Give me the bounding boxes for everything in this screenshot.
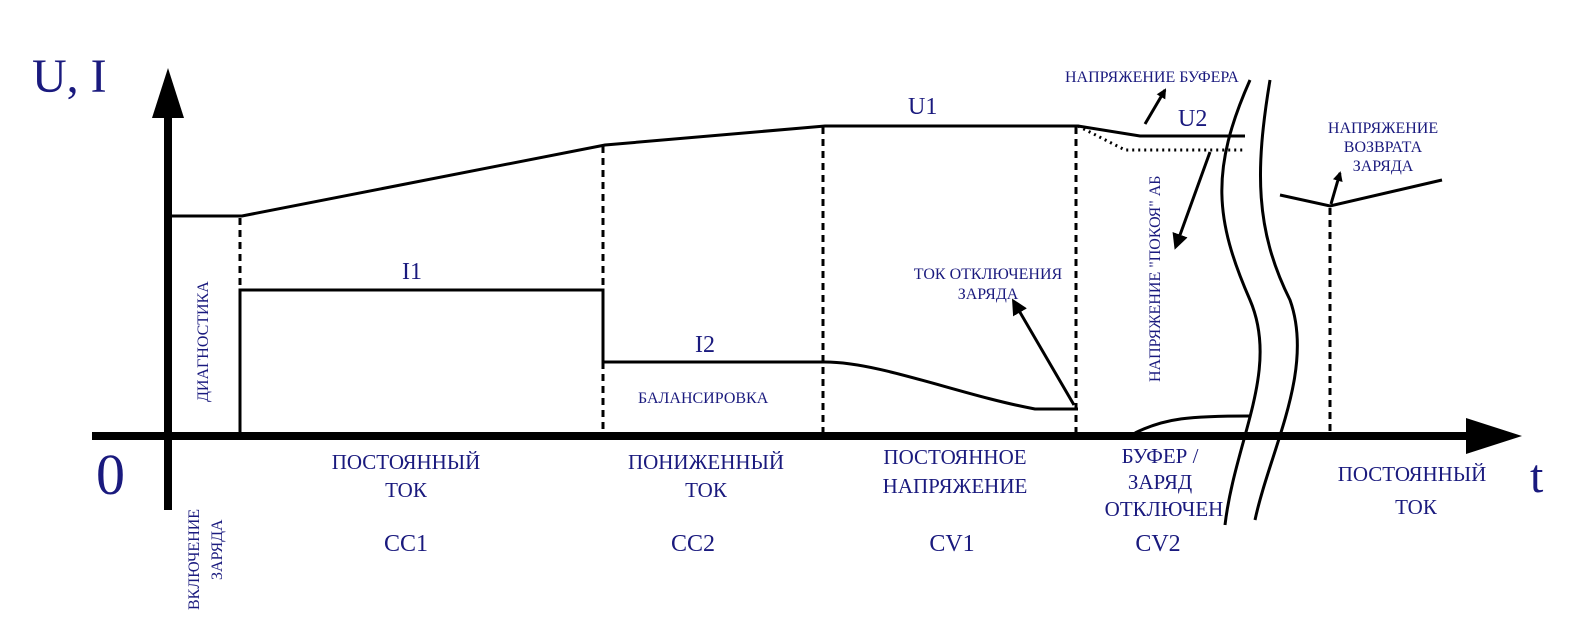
return-voltage-label-3: ЗАРЯДА bbox=[1353, 158, 1414, 175]
cv2-label-2: ЗАРЯД bbox=[1128, 470, 1192, 494]
cutoff-current-label-2: ЗАРЯДА bbox=[958, 286, 1019, 303]
post-break-voltage bbox=[1279, 178, 1443, 208]
cutoff-current-label-1: ТОК ОТКЛЮЧЕНИЯ bbox=[914, 266, 1063, 283]
u1-label: U1 bbox=[908, 94, 937, 120]
cc1-code: CC1 bbox=[384, 531, 428, 557]
rest-voltage-label: НАПРЯЖЕНИЕ "ПОКОЯ" АБ bbox=[1147, 176, 1164, 382]
cc1-label-2: ТОК bbox=[385, 478, 428, 502]
cc3-label-1: ПОСТОЯННЫЙ bbox=[1338, 462, 1487, 486]
return-voltage-label-2: ВОЗВРАТА bbox=[1344, 139, 1423, 156]
cv1-label-2: НАПРЯЖЕНИЕ bbox=[883, 474, 1028, 498]
time-break-left bbox=[1220, 79, 1262, 526]
voltage-curve bbox=[170, 124, 1245, 218]
cv2-label-1: БУФЕР / bbox=[1122, 444, 1199, 468]
cv2-label-3: ОТКЛЮЧЕН bbox=[1105, 497, 1224, 521]
start-label-2: ЗАРЯДА bbox=[209, 519, 226, 580]
cc2-label-2: ТОК bbox=[685, 478, 728, 502]
diagnostics-label: ДИАГНОСТИКА bbox=[195, 281, 212, 402]
current-taper-curve bbox=[824, 360, 1078, 411]
y-axis-arrowhead bbox=[152, 68, 184, 118]
cc1-label-1: ПОСТОЯННЫЙ bbox=[332, 450, 481, 474]
buffer-voltage-arrow bbox=[1143, 88, 1167, 125]
rest-voltage-arrow bbox=[1172, 151, 1212, 250]
cc2-label-1: ПОНИЖЕННЫЙ bbox=[628, 450, 784, 474]
i2-label: I2 bbox=[695, 332, 715, 358]
cv1-label-1: ПОСТОЯННОЕ bbox=[883, 445, 1026, 469]
x-axis-label: t bbox=[1530, 450, 1544, 503]
return-voltage-label-1: НАПРЯЖЕНИЕ bbox=[1328, 120, 1438, 137]
return-voltage-arrow bbox=[1329, 171, 1343, 205]
x-axis-arrowhead bbox=[1466, 418, 1522, 454]
cv1-code: CV1 bbox=[929, 531, 974, 557]
cv2-code: CV2 bbox=[1135, 531, 1180, 557]
u2-label: U2 bbox=[1178, 106, 1207, 132]
current-cutoff-curve bbox=[1134, 414, 1251, 435]
origin-label: 0 bbox=[96, 442, 125, 507]
rest-voltage-curve bbox=[1077, 124, 1245, 152]
start-label-1: ВКЛЮЧЕНИЕ bbox=[186, 509, 203, 610]
balancing-label: БАЛАНСИРОВКА bbox=[638, 390, 769, 407]
time-break-right bbox=[1253, 79, 1299, 521]
cc2-code: CC2 bbox=[671, 531, 715, 557]
y-axis-label: U, I bbox=[32, 50, 107, 103]
buffer-voltage-label: НАПРЯЖЕНИЕ БУФЕРА bbox=[1065, 69, 1239, 86]
cutoff-current-arrow bbox=[1011, 298, 1076, 406]
current-curve bbox=[238, 288, 825, 436]
i1-label: I1 bbox=[402, 259, 422, 285]
cc3-label-2: ТОК bbox=[1395, 495, 1438, 519]
